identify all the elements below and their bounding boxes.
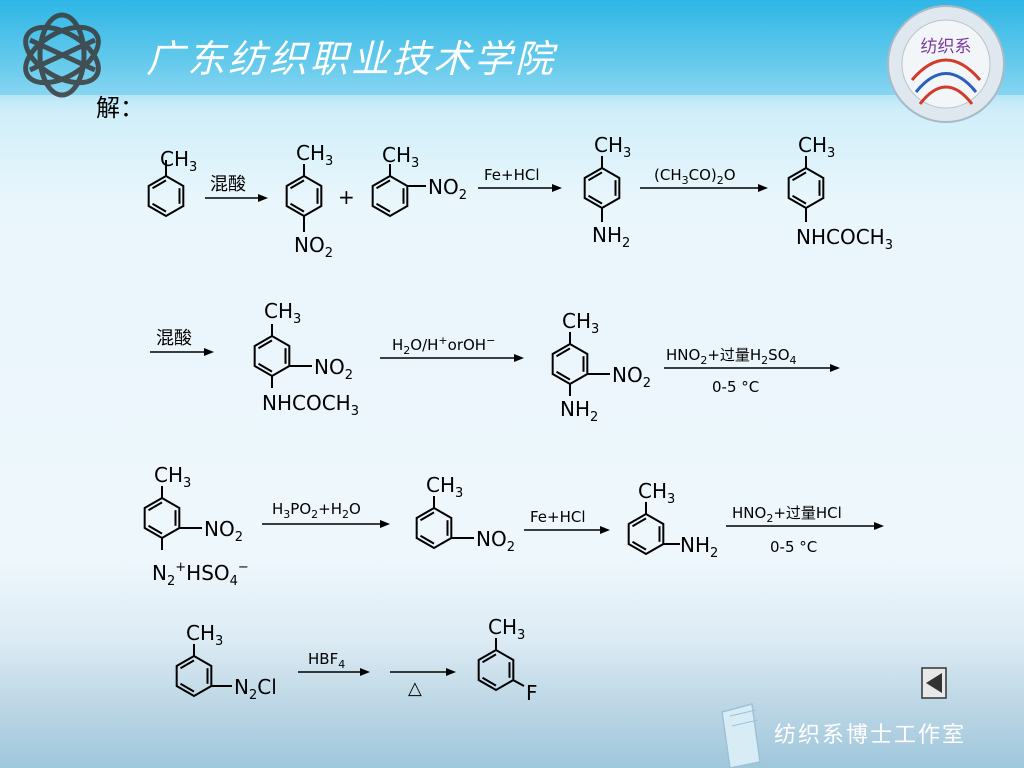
m-fluorotoluene-molecule: CH3 F	[477, 615, 538, 705]
p-toluidine-molecule: CH3 NH2	[583, 133, 631, 251]
arrow-6	[664, 364, 840, 372]
reagent-diazotization-hcl: HNO2+过量HCl	[732, 504, 842, 525]
solution-label: 解：	[96, 94, 144, 122]
temp-condition-1: 0-5 °C	[712, 378, 759, 396]
benzene-ring	[583, 166, 621, 210]
benzene-ring	[175, 654, 213, 698]
reagent-mixed-acid-2: 混酸	[156, 328, 192, 349]
benzene-ring	[787, 166, 825, 210]
svg-text:NH2: NH2	[680, 533, 718, 561]
arrow-11	[390, 668, 456, 676]
arrow-8	[524, 526, 610, 534]
arrow-1	[205, 194, 268, 202]
triangle-left-icon	[926, 673, 942, 693]
benzene-ring	[143, 496, 181, 540]
svg-text:CH3: CH3	[594, 133, 631, 161]
svg-text:CH3: CH3	[296, 141, 333, 169]
reagent-hbf4: HBF4	[308, 650, 345, 671]
benzene-ring	[253, 334, 291, 378]
benzene-ring	[371, 174, 409, 218]
diazonium-sulfate-molecule: CH3 NO2 N2+HSO4−	[143, 463, 249, 589]
svg-text:NO2: NO2	[314, 355, 353, 383]
reagent-acetic-anhydride: (CH3CO)2O	[654, 166, 736, 187]
svg-text:CH3: CH3	[426, 473, 463, 501]
reagent-h3po2: H3PO2+H2O	[272, 500, 361, 521]
svg-text:NO2: NO2	[612, 363, 651, 391]
diazonium-chloride-molecule: CH3 N2Cl	[175, 621, 277, 703]
svg-text:NH2: NH2	[592, 223, 630, 251]
svg-text:NO2: NO2	[428, 175, 467, 203]
svg-text:CH3: CH3	[382, 143, 419, 171]
arrow-2	[478, 184, 562, 192]
prev-slide-button[interactable]	[921, 667, 947, 699]
svg-text:CH3: CH3	[488, 615, 525, 643]
p-acetotoluidide-molecule: CH3 NHCOCH3	[787, 133, 893, 253]
svg-text:F: F	[526, 681, 538, 705]
svg-text:CH3: CH3	[186, 621, 223, 649]
footer-text: 纺织系博士工作室	[774, 723, 966, 748]
book-icon	[721, 703, 761, 768]
svg-text:CH3: CH3	[154, 463, 191, 491]
heat-symbol: △	[408, 678, 422, 699]
arrow-10	[298, 668, 370, 676]
arrow-7	[262, 520, 390, 528]
svg-text:CH3: CH3	[264, 299, 301, 327]
reagent-mixed-acid-1: 混酸	[210, 174, 246, 195]
svg-text:NH2: NH2	[560, 397, 598, 425]
svg-text:N2+HSO4−: N2+HSO4−	[152, 560, 249, 589]
temp-condition-2: 0-5 °C	[770, 538, 817, 556]
m-toluidine-molecule: CH3 NH2	[627, 479, 718, 561]
plus-sign: +	[338, 185, 355, 209]
page-title: 广东纺织职业技术学院	[146, 37, 558, 81]
benzene-ring	[627, 512, 665, 556]
svg-text:NO2: NO2	[204, 517, 243, 545]
benzene-ring	[477, 648, 515, 692]
svg-text:NHCOCH3: NHCOCH3	[262, 391, 359, 419]
arrow-9	[726, 522, 884, 530]
svg-text:CH3: CH3	[638, 479, 675, 507]
benzene-ring	[551, 342, 589, 386]
ch3-label: CH3	[160, 147, 197, 175]
benzene-ring	[147, 174, 185, 218]
toluene-molecule: CH3	[147, 147, 197, 218]
reagent-fe-hcl-1: Fe+HCl	[484, 166, 540, 184]
svg-text:CH3: CH3	[798, 133, 835, 161]
arrow-4	[150, 348, 214, 356]
reagent-fe-hcl-2: Fe+HCl	[530, 508, 586, 526]
svg-text:NO2: NO2	[294, 233, 333, 261]
arrow-3	[640, 184, 768, 192]
p-nitrotoluene-molecule: CH3 NO2	[285, 141, 333, 261]
svg-text:NHCOCH3: NHCOCH3	[796, 225, 893, 253]
svg-text:N2Cl: N2Cl	[234, 675, 277, 703]
header-band	[0, 0, 1024, 95]
seal-text: 纺织系	[921, 37, 972, 57]
svg-text:NO2: NO2	[476, 527, 515, 555]
college-seal-icon: 纺织系	[887, 5, 1005, 123]
nitro-acetotoluidide-molecule: CH3 NO2 NHCOCH3	[253, 299, 359, 419]
svg-text:CH3: CH3	[562, 309, 599, 337]
benzene-ring	[415, 506, 453, 550]
benzene-ring	[285, 174, 323, 218]
reagent-diazotization-h2so4: HNO2+过量H2SO4	[666, 346, 797, 367]
m-nitrotoluene-molecule: CH3 NO2	[415, 473, 515, 555]
arrow-5	[380, 354, 524, 362]
reagent-hydrolysis: H2O/H+orOH−	[392, 334, 495, 357]
knot-logo-icon	[23, 12, 101, 98]
o-nitrotoluene-molecule: CH3 NO2	[371, 143, 467, 218]
nitro-toluidine-molecule: CH3 NO2 NH2	[551, 309, 651, 425]
